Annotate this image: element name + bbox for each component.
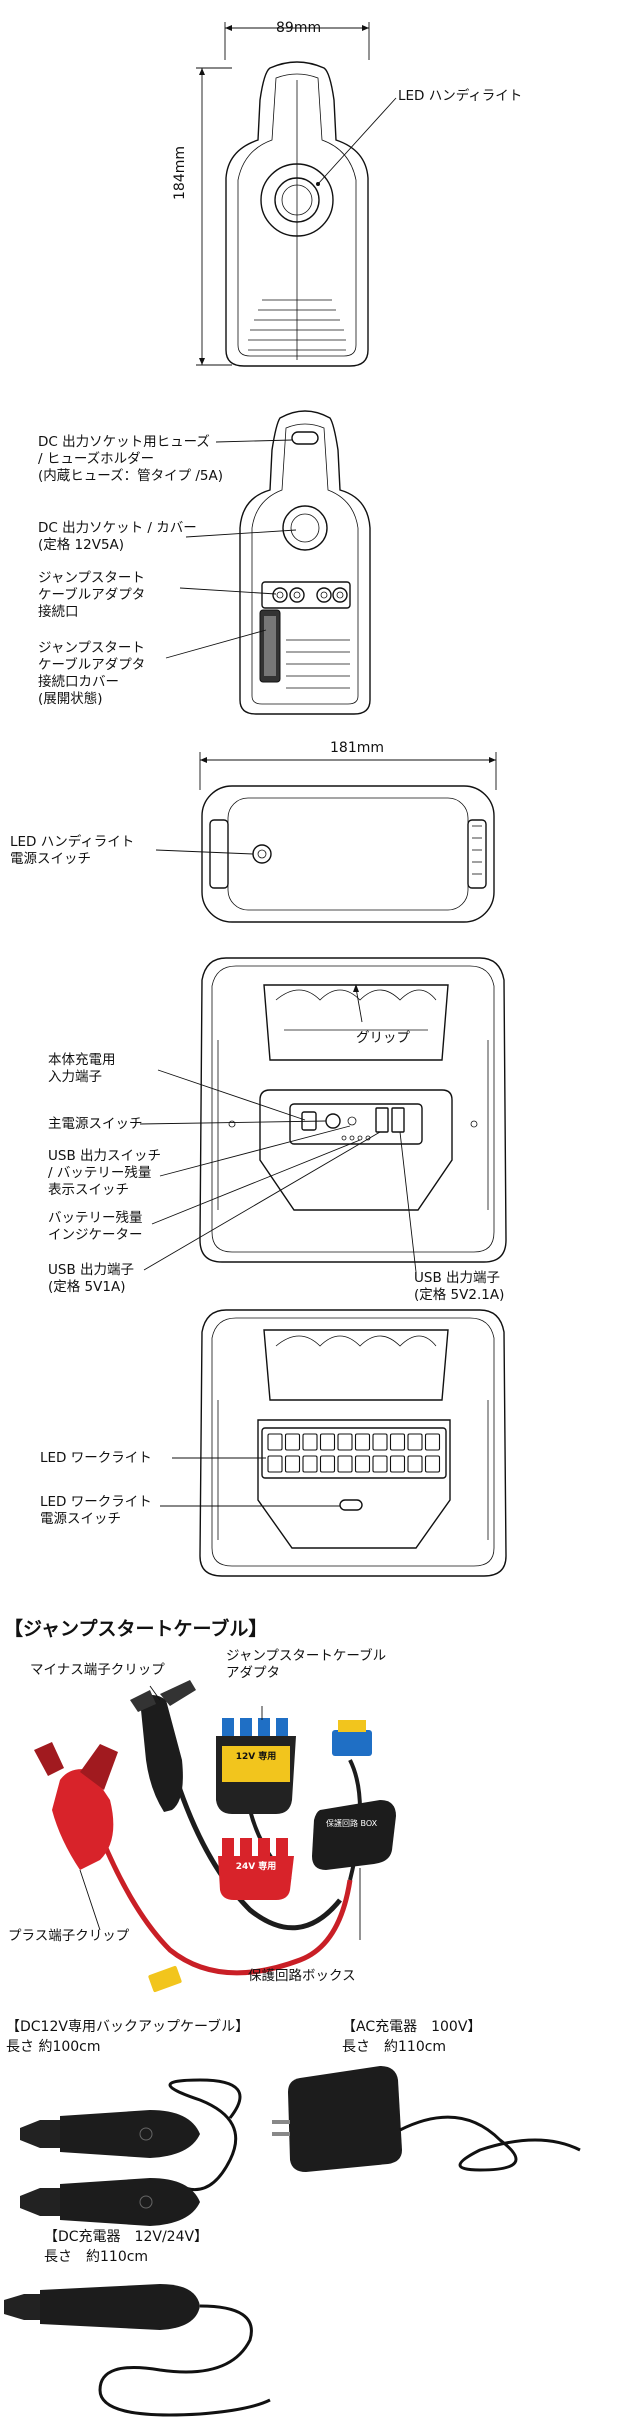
led-cell xyxy=(372,1455,388,1473)
callout-fuse-holder: DC 出力ソケット用ヒューズ / ヒューズホルダー (内蔵ヒューズ：管タイプ /… xyxy=(38,434,224,484)
callout-plus-clip: プラス端子クリップ xyxy=(8,1928,130,1944)
callout-led-handy-light: LED ハンディライト xyxy=(398,88,523,104)
led-cell xyxy=(372,1433,388,1451)
led-cell xyxy=(302,1433,318,1451)
callout-work-light: LED ワークライト xyxy=(40,1450,152,1466)
section-heading: 【ジャンプスタートケーブル】 xyxy=(4,1618,268,1640)
callout-usb-port-21a: USB 出力端子 (定格 5V2.1A) xyxy=(414,1270,505,1303)
device-side-drawing xyxy=(139,957,507,1273)
led-cell xyxy=(319,1433,336,1451)
work-light-led-grid xyxy=(267,1433,441,1473)
jump-cable-photo xyxy=(34,1680,396,1993)
dc-charger-length: 長さ 約110cm xyxy=(44,2249,149,2265)
ac-charger-title: 【AC充電器 100V】 xyxy=(342,2019,482,2035)
callout-dc-socket: DC 出力ソケット / カバー (定格 12V5A) xyxy=(38,520,197,553)
callout-jump-port: ジャンプスタート ケーブルアダプタ 接続口 xyxy=(38,570,146,620)
callout-jump-port-cover: ジャンプスタート ケーブルアダプタ 接続口カバー (展開状態) xyxy=(38,640,146,707)
device-worklight-drawing xyxy=(160,1309,507,1577)
device-front-drawing xyxy=(196,22,397,367)
callout-protection-box: 保護回路ボックス xyxy=(248,1968,356,1984)
led-cell xyxy=(424,1455,441,1473)
adapter-12v-label: 12V 専用 xyxy=(235,1752,277,1762)
adapter-24v-label: 24V 専用 xyxy=(235,1862,277,1872)
led-cell xyxy=(319,1455,336,1473)
callout-adapter: ジャンプスタートケーブル アダプタ xyxy=(226,1648,387,1681)
led-cell xyxy=(302,1455,318,1473)
callout-main-switch: 主電源スイッチ xyxy=(48,1116,143,1132)
device-back-drawing xyxy=(165,410,371,715)
protection-box-label: 保護回路 BOX xyxy=(326,1819,378,1828)
led-cell xyxy=(337,1455,353,1473)
device-top-drawing xyxy=(155,752,497,923)
width-dimension-top: 181mm xyxy=(330,740,384,756)
led-cell xyxy=(284,1433,301,1451)
callout-led-switch: LED ハンディライト 電源スイッチ xyxy=(10,834,135,867)
led-cell xyxy=(389,1455,406,1473)
callout-usb-switch: USB 出力スイッチ / バッテリー残量 表示スイッチ xyxy=(48,1148,162,1198)
led-cell xyxy=(407,1455,423,1473)
led-cell xyxy=(337,1433,353,1451)
dc12v-cable-length: 長さ 約100cm xyxy=(6,2039,101,2055)
callout-grip: グリップ xyxy=(356,1030,410,1046)
led-cell xyxy=(284,1455,301,1473)
callout-battery-indicator: バッテリー残量 インジケーター xyxy=(48,1210,143,1243)
led-cell xyxy=(354,1455,371,1473)
callout-usb-port-1a: USB 出力端子 (定格 5V1A) xyxy=(48,1262,135,1295)
dc-charger-title: 【DC充電器 12V/24V】 xyxy=(44,2229,209,2245)
ac-charger-length: 長さ 約110cm xyxy=(342,2039,447,2055)
dc12v-cable-title: 【DC12V専用バックアップケーブル】 xyxy=(6,2019,250,2035)
led-cell xyxy=(267,1433,283,1451)
led-cell xyxy=(354,1433,371,1451)
width-dimension: 89mm xyxy=(276,20,322,36)
led-cell xyxy=(407,1433,423,1451)
led-cell xyxy=(267,1455,283,1473)
led-cell xyxy=(424,1433,441,1451)
led-cell xyxy=(389,1433,406,1451)
callout-work-light-switch: LED ワークライト 電源スイッチ xyxy=(40,1494,152,1527)
callout-charge-port: 本体充電用 入力端子 xyxy=(48,1052,116,1085)
callout-minus-clip: マイナス端子クリップ xyxy=(30,1662,165,1678)
